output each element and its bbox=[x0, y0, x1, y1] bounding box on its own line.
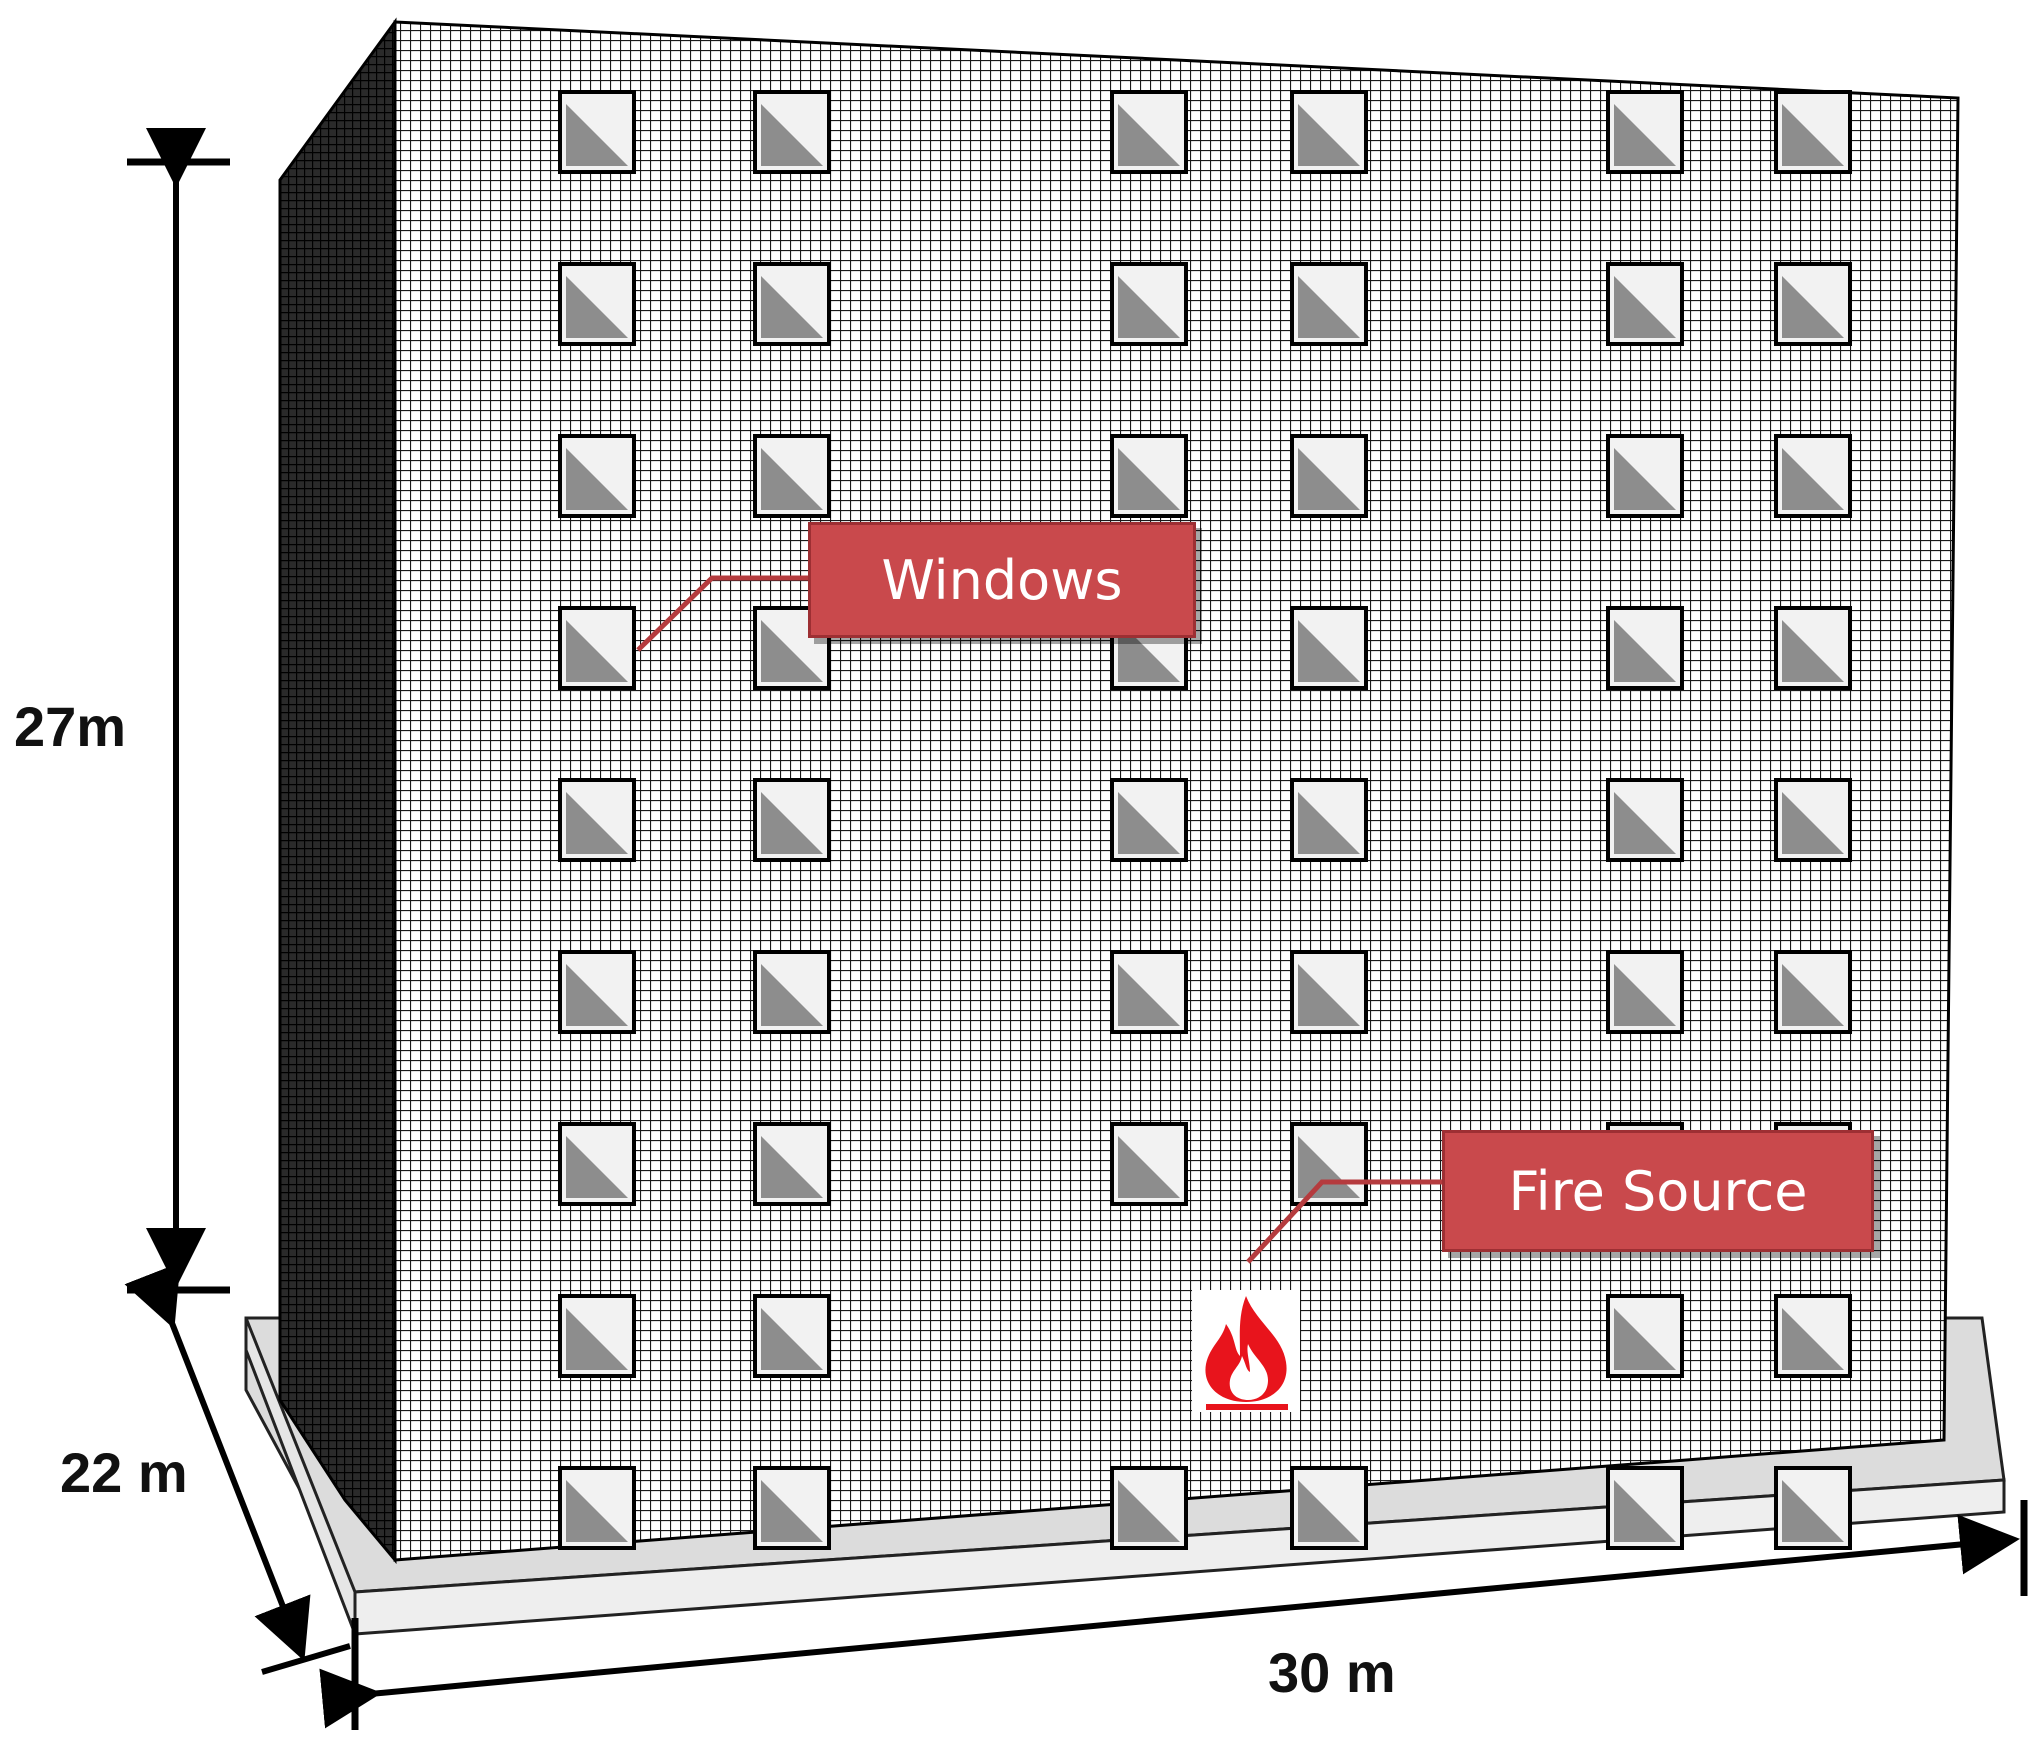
window-shading bbox=[1614, 448, 1676, 510]
window-shading bbox=[1614, 1308, 1676, 1370]
window-shading bbox=[1298, 964, 1360, 1026]
window-shading bbox=[761, 620, 823, 682]
window-shading bbox=[566, 964, 628, 1026]
window-shading bbox=[1298, 276, 1360, 338]
fire-source-marker bbox=[1192, 1290, 1300, 1412]
window-shading bbox=[1118, 1136, 1180, 1198]
window-shading bbox=[566, 276, 628, 338]
window-shading bbox=[1118, 104, 1180, 166]
window-shading bbox=[1614, 620, 1676, 682]
width-dimension-label: 30 m bbox=[1268, 1641, 1396, 1704]
window-shading bbox=[761, 964, 823, 1026]
window-shading bbox=[566, 1136, 628, 1198]
windows-callout: Windows bbox=[808, 522, 1196, 638]
window-shading bbox=[761, 1136, 823, 1198]
window-shading bbox=[1614, 792, 1676, 854]
window-shading bbox=[1782, 448, 1844, 510]
window-shading bbox=[1298, 792, 1360, 854]
window-grid bbox=[558, 90, 1852, 1550]
depth-dimension-label: 22 m bbox=[60, 1441, 188, 1504]
window-shading bbox=[566, 1308, 628, 1370]
window-shading bbox=[1782, 104, 1844, 166]
window-shading bbox=[1298, 620, 1360, 682]
window-shading bbox=[1782, 620, 1844, 682]
height-dimension-label: 27m bbox=[14, 695, 127, 758]
window-shading bbox=[1782, 964, 1844, 1026]
window-shading bbox=[1782, 276, 1844, 338]
window-shading bbox=[761, 448, 823, 510]
height-dimension bbox=[127, 128, 230, 1294]
window-shading bbox=[566, 104, 628, 166]
windows-leader-line bbox=[636, 575, 812, 652]
window-shading bbox=[761, 792, 823, 854]
fire-source-leader-line bbox=[1246, 1179, 1448, 1264]
window-shading bbox=[1298, 104, 1360, 166]
building-side-face bbox=[278, 17, 397, 1565]
width-dimension bbox=[319, 1500, 2028, 1730]
window-shading bbox=[1118, 276, 1180, 338]
window-shading bbox=[566, 448, 628, 510]
window-shading bbox=[566, 620, 628, 682]
window-shading bbox=[1298, 448, 1360, 510]
window-shading bbox=[1118, 964, 1180, 1026]
window-shading bbox=[761, 1308, 823, 1370]
window-shading bbox=[1782, 1308, 1844, 1370]
window-shading bbox=[566, 792, 628, 854]
window-shading bbox=[1118, 792, 1180, 854]
fire-source-callout: Fire Source bbox=[1442, 1130, 1874, 1252]
fire-icon bbox=[1205, 1296, 1288, 1410]
window-shading bbox=[761, 104, 823, 166]
window-shading bbox=[761, 276, 823, 338]
window-shading bbox=[1614, 104, 1676, 166]
window-shading bbox=[1118, 448, 1180, 510]
window-shading bbox=[1614, 964, 1676, 1026]
window-shading bbox=[1614, 276, 1676, 338]
window-shading bbox=[1782, 792, 1844, 854]
